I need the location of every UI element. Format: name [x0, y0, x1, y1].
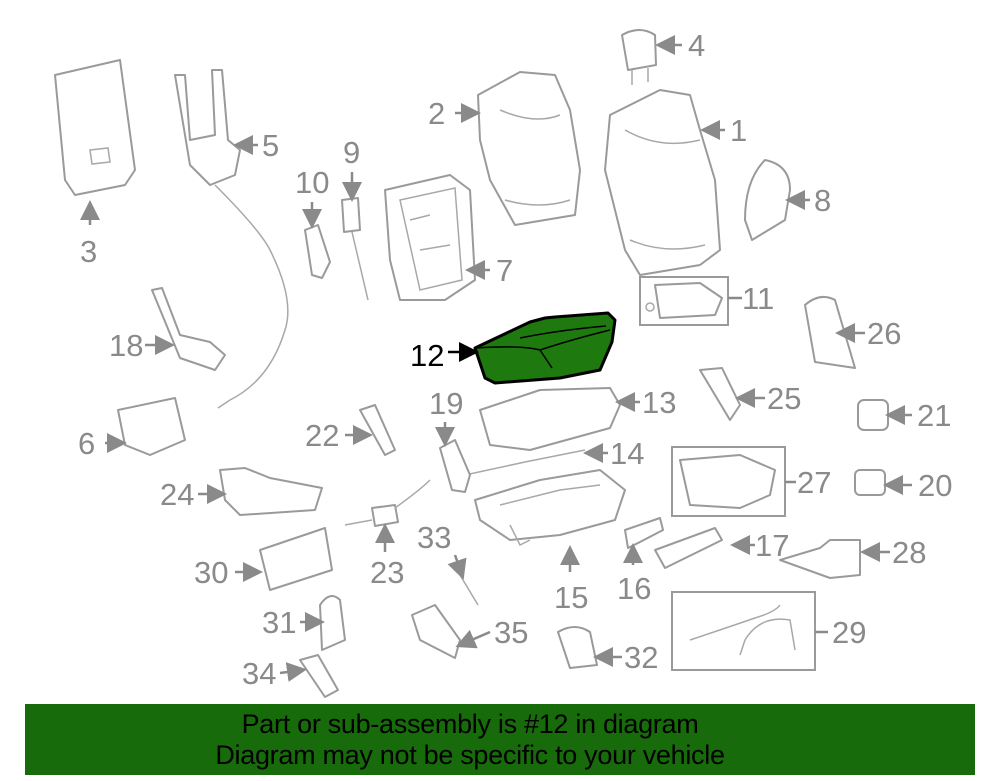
part-32-cover[interactable] — [557, 626, 598, 669]
callout-23: 23 — [370, 555, 404, 590]
callout-7: 7 — [496, 253, 513, 288]
callout-12: 12 — [410, 338, 444, 373]
leader-arrows — [80, 35, 912, 682]
callout-22: 22 — [305, 418, 339, 453]
callout-1: 1 — [730, 113, 747, 148]
info-banner: Part or sub-assembly is #12 in diagram D… — [25, 704, 975, 775]
part-28-trim[interactable] — [779, 539, 861, 579]
part-3-back-panel[interactable] — [54, 59, 136, 196]
part-29-wire-harness[interactable] — [671, 591, 816, 671]
part-35-shield[interactable] — [411, 604, 461, 659]
callout-5: 5 — [262, 128, 279, 163]
callout-31: 31 — [262, 605, 296, 640]
callout-32: 32 — [624, 640, 658, 675]
part-25-cap[interactable] — [699, 367, 741, 421]
callout-6: 6 — [78, 426, 95, 461]
part-18-bracket[interactable] — [151, 287, 226, 371]
callout-19: 19 — [429, 386, 463, 421]
callout-34: 34 — [242, 656, 276, 691]
part-15-seat-frame[interactable] — [474, 469, 626, 547]
callout-24: 24 — [160, 477, 194, 512]
callout-29: 29 — [832, 615, 866, 650]
callout-28: 28 — [892, 535, 926, 570]
callout-11: 11 — [742, 281, 774, 316]
part-1-seatback-cover[interactable] — [604, 89, 721, 276]
part-4-headrest[interactable] — [621, 29, 657, 85]
callout-21: 21 — [917, 398, 951, 433]
part-6-module[interactable] — [117, 397, 186, 456]
callout-10: 10 — [295, 165, 329, 200]
callout-14: 14 — [610, 436, 644, 471]
part-13-cushion-pad[interactable] — [479, 387, 621, 451]
callout-13: 13 — [642, 385, 676, 420]
callout-15: 15 — [554, 580, 588, 615]
part-16-bracket[interactable] — [624, 517, 664, 549]
part-7-seat-pan-frame[interactable] — [384, 174, 476, 301]
banner-line-2: Diagram may not be specific to your vehi… — [215, 739, 725, 770]
part-24-trim-panel[interactable] — [219, 467, 323, 516]
callout-20: 20 — [918, 468, 952, 503]
banner-line-1: Part or sub-assembly is #12 in diagram — [241, 708, 699, 739]
part-33-pin[interactable] — [459, 574, 479, 606]
callout-27: 27 — [797, 465, 831, 500]
callout-18: 18 — [109, 328, 143, 363]
part-5-recliner-cable[interactable] — [174, 69, 289, 409]
callout-30: 30 — [194, 555, 228, 590]
part-23-harness[interactable] — [344, 479, 431, 527]
callout-3: 3 — [80, 234, 97, 269]
part-21-switch[interactable] — [857, 399, 889, 431]
part-12-seat-cushion-highlighted[interactable] — [473, 311, 617, 385]
callout-16: 16 — [617, 571, 651, 606]
part-30-bracket[interactable] — [259, 527, 333, 591]
callout-9: 9 — [343, 135, 360, 170]
part-27-armrest-panel[interactable] — [671, 446, 786, 517]
callout-26: 26 — [867, 316, 901, 351]
part-34-escutcheon[interactable] — [299, 654, 339, 698]
callout-33: 33 — [417, 520, 451, 555]
callout-35: 35 — [494, 615, 528, 650]
part-10-handle[interactable] — [304, 224, 331, 279]
part-11-bezel[interactable] — [639, 276, 729, 326]
callout-25: 25 — [767, 381, 801, 416]
callout-2: 2 — [428, 96, 445, 131]
part-2-seatback-frame[interactable] — [477, 71, 581, 226]
callout-8: 8 — [814, 183, 831, 218]
part-22-cover[interactable] — [359, 404, 396, 456]
callout-labels: 1 2 3 4 5 6 7 8 9 10 11 12 13 14 15 16 1… — [78, 28, 952, 691]
part-31-cover[interactable] — [319, 595, 346, 651]
callout-4: 4 — [688, 28, 705, 63]
part-14-wire[interactable] — [464, 449, 586, 476]
part-8-trim-cover[interactable] — [744, 159, 791, 241]
callout-17: 17 — [755, 528, 789, 563]
part-9-rod[interactable] — [341, 197, 369, 301]
part-17-trim-strip[interactable] — [654, 527, 723, 569]
part-19-switch-bezel[interactable] — [439, 439, 471, 493]
part-26-side-shield[interactable] — [804, 295, 856, 369]
part-20-knob[interactable] — [854, 469, 886, 496]
